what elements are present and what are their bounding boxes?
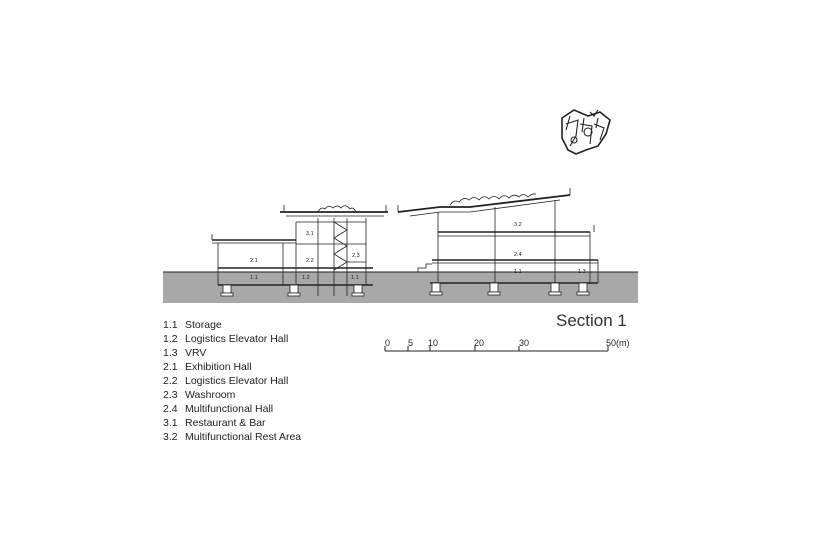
left-building xyxy=(211,205,388,297)
section-title: Section 1 xyxy=(556,311,627,330)
room-label: 3.1 xyxy=(306,231,314,237)
room-label: 2.3 xyxy=(352,253,360,259)
key-plan-icon xyxy=(561,109,611,155)
scale-bar xyxy=(384,346,609,352)
room-label: 3.2 xyxy=(514,222,522,228)
room-label: 1.2 xyxy=(302,275,310,281)
scale-tick-label: 10 xyxy=(428,338,438,348)
scale-tick-label: 30 xyxy=(519,338,529,348)
scale-tick-label: 0 xyxy=(385,338,390,348)
scale-tick-label: 5 xyxy=(408,338,413,348)
ground-mass xyxy=(163,272,638,303)
right-building xyxy=(397,188,599,296)
scale-tick-label: 50(m) xyxy=(606,338,630,348)
scale-tick-label: 20 xyxy=(474,338,484,348)
room-label: 1.3 xyxy=(578,269,586,275)
room-label: 2.4 xyxy=(514,252,522,258)
room-label: 1.1 xyxy=(514,269,522,275)
room-label: 2.2 xyxy=(306,258,314,264)
room-label: 1.1 xyxy=(250,275,258,281)
room-label: 2.1 xyxy=(250,258,258,264)
room-label: 1.1 xyxy=(351,275,359,281)
